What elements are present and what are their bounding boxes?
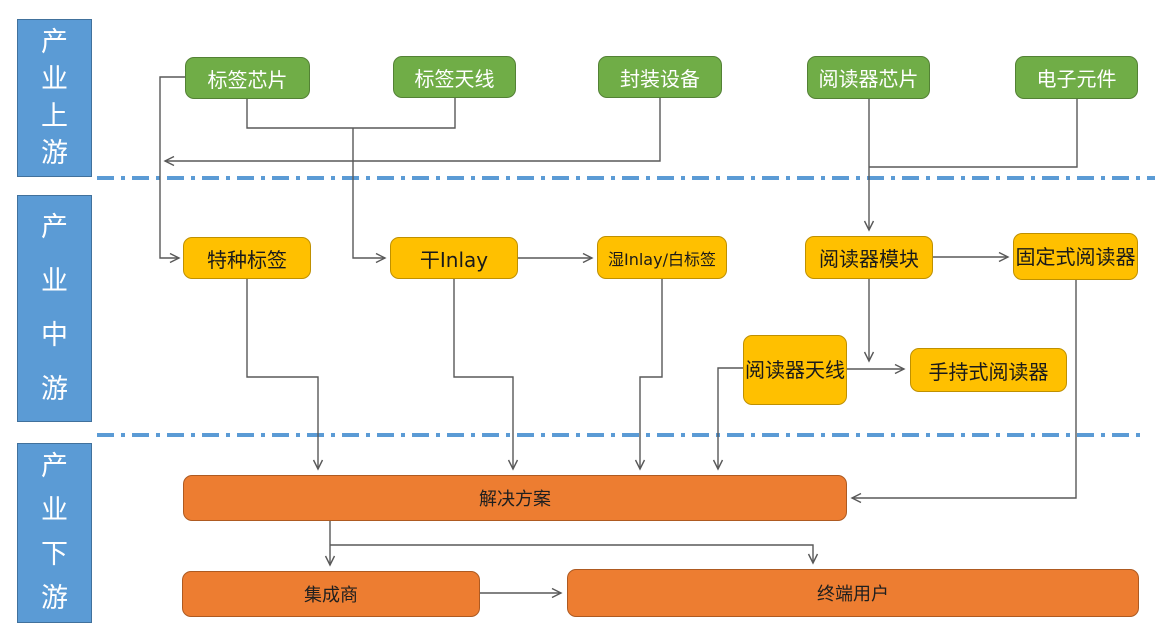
lane-midstream: 产业中游 — [17, 195, 92, 422]
lane-upstream-label: 产业上游 — [41, 27, 68, 169]
node-wet-inlay-white-label: 湿Inlay/白标签 — [597, 236, 727, 279]
node-reader-module: 阅读器模块 — [805, 236, 933, 279]
node-integrator: 集成商 — [182, 571, 480, 617]
connector-to-special-tags — [159, 76, 185, 264]
connector-to-dry-inlay — [352, 128, 387, 264]
node-handheld-reader: 手持式阅读器 — [910, 348, 1067, 392]
node-tag-antenna: 标签天线 — [393, 56, 516, 98]
node-reader-chip: 阅读器芯片 — [807, 56, 930, 99]
connector-specialtags-to-solutions — [246, 279, 324, 471]
connector-dryinlay-to-solutions — [453, 279, 519, 471]
connector-tagchip-tagantenna-bridge — [246, 98, 456, 129]
node-fixed-reader: 固定式阅读器 — [1013, 233, 1138, 280]
connector-wetinlay-to-solutions — [634, 279, 663, 471]
node-tag-chip: 标签芯片 — [185, 57, 310, 99]
lane-upstream: 产业上游 — [17, 19, 92, 177]
node-solutions: 解决方案 — [183, 475, 847, 521]
lane-downstream: 产业下游 — [17, 443, 92, 623]
lane-downstream-label: 产业下游 — [41, 451, 68, 614]
node-electronic-components: 电子元件 — [1015, 56, 1138, 99]
connector-solutions-to-endusers — [330, 544, 819, 565]
connector-electroniccomponents-join — [869, 99, 1078, 168]
connector-fixedreader-to-solutions — [850, 280, 1077, 504]
connector-readerantenna-to-solutions — [712, 367, 743, 471]
node-end-users: 终端用户 — [567, 569, 1139, 617]
connector-packaging-to-junction — [163, 98, 661, 167]
node-dry-inlay: 干Inlay — [390, 237, 518, 279]
lane-midstream-label: 产业中游 — [41, 211, 68, 405]
node-packaging-equipment: 封装设备 — [598, 56, 722, 98]
connectors — [159, 76, 1078, 599]
node-reader-antenna: 阅读器天线 — [743, 335, 847, 405]
node-special-tags: 特种标签 — [183, 237, 311, 279]
